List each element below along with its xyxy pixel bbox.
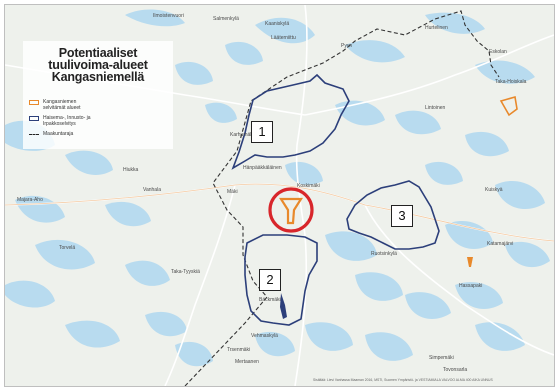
legend-label: Irpakkoselvitys (43, 121, 76, 127)
legend-item-survey-areas: Haisema-, Innusto- ja Irpakkoselvitys (29, 115, 107, 127)
legend-title-line: Potentiaaliset (58, 46, 138, 60)
place-label: Taka-Hoiskala (495, 79, 527, 85)
place-label: Trsenmäki (227, 347, 250, 353)
place-label: Bäckmäki (259, 297, 281, 303)
legend-title: Potentiaaliset tuulivoima-alueet Kangasn… (23, 46, 173, 84)
area-label-1[interactable]: 1 (251, 121, 273, 143)
orange-swatch-icon (29, 100, 39, 105)
area-label-2[interactable]: 2 (259, 269, 281, 291)
legend-label: Maakuntaraja (43, 131, 74, 137)
place-labels: Ilmoistenvuori Salmenkylä Kaaniskylä Lää… (17, 13, 527, 373)
place-label: Koskimäki (297, 183, 320, 189)
area-label-3[interactable]: 3 (391, 205, 413, 227)
legend-label: selvitämät alueet (43, 105, 81, 111)
place-label: Kaaniskylä (265, 21, 289, 27)
area-2-outline[interactable] (244, 234, 318, 326)
legend-label: Haisema-, Innusto- ja (43, 115, 91, 121)
central-area-marker[interactable] (278, 197, 304, 225)
place-label: Lintoinen (425, 105, 446, 111)
place-label: Katamajärvi (487, 241, 513, 247)
place-label: Vanhala (143, 187, 161, 193)
place-label: Tovonsarla (443, 367, 467, 373)
regional-border (184, 10, 500, 386)
place-label: Simpemäki (429, 355, 454, 361)
legend-panel (23, 41, 173, 149)
place-label: Karhumäki (230, 132, 254, 138)
blue-swatch-icon (29, 116, 39, 121)
place-label: Hurtelinen (425, 25, 448, 31)
place-label: Hänpääkkäläinen (243, 165, 282, 171)
map-credit: Sisältää: Lievi Vanhassa Maaman 2016, MS… (313, 378, 493, 382)
dashed-line-icon (29, 134, 39, 137)
legend-title-line: Kangasniemellä (51, 70, 145, 84)
place-label: Hassapaki (459, 283, 482, 289)
orange-area-marker-1[interactable] (499, 95, 518, 117)
area-1-outline[interactable] (231, 73, 350, 170)
orange-area-marker-2[interactable] (467, 257, 473, 267)
place-label: Mäki (227, 189, 238, 195)
place-label: Majara-Aho (17, 197, 43, 203)
place-label: Hiukka (123, 167, 139, 173)
legend-item-regional-border: Maakuntaraja (29, 131, 107, 137)
legend-title-line: tuulivoima-alueet (48, 58, 148, 72)
map-canvas[interactable]: Ilmoistenvuori Salmenkylä Kaaniskylä Lää… (5, 5, 554, 386)
area-3-outline[interactable] (346, 180, 440, 250)
place-label: Lääterniittu (271, 35, 296, 41)
place-label: Salmenkylä (213, 16, 239, 22)
place-label: Vehmaskylä (251, 333, 278, 339)
place-label: Kuiskyä (485, 187, 503, 193)
highlight-circle[interactable] (268, 187, 314, 233)
place-label: Pyyn (341, 43, 352, 49)
place-label: Mertaanen (235, 359, 259, 365)
place-label: Torvelä (59, 245, 75, 251)
legend-item-kangasniemi-areas: Kangasniemen selvitämät alueet (29, 99, 107, 111)
area-2-inner-mark (280, 293, 287, 319)
place-label: Eskolan (489, 49, 507, 55)
place-label: Ruotsinkylä (371, 251, 397, 257)
map-frame: Ilmoistenvuori Salmenkylä Kaaniskylä Lää… (4, 4, 555, 387)
place-label: Ilmoistenvuori (153, 13, 184, 19)
main-road (5, 183, 554, 242)
place-label: Taka-Tyyskiä (171, 269, 200, 275)
legend-label: Kangasniemen (43, 99, 77, 105)
